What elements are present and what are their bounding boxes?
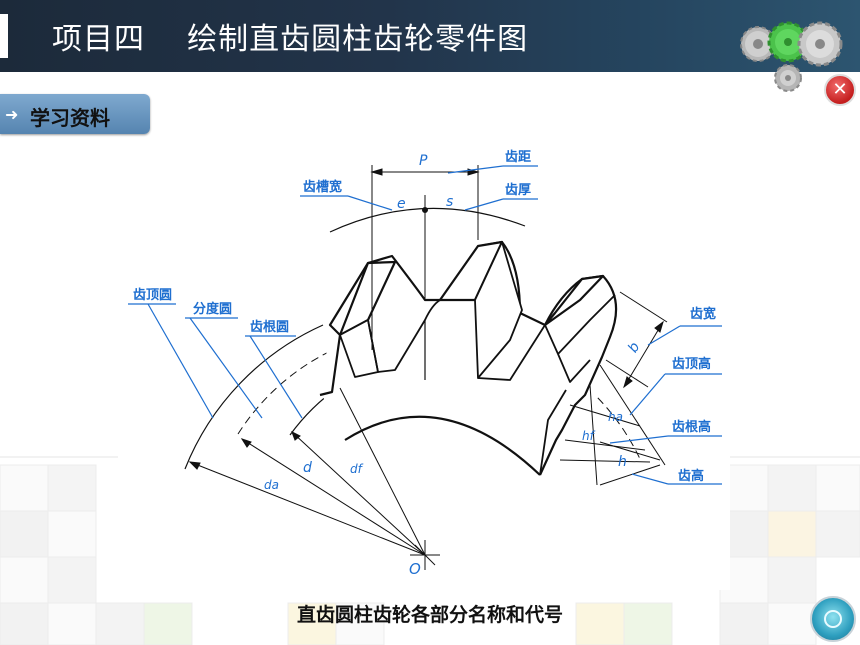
gear-green-icon (767, 21, 809, 63)
home-icon (824, 610, 842, 628)
label-face-letter: b (625, 340, 643, 356)
label-space-width: 齿槽宽 (303, 179, 342, 195)
background-tiles (0, 456, 860, 645)
gear-right-icon (797, 21, 843, 67)
label-pitch-letter: P (419, 153, 428, 169)
home-button[interactable] (810, 596, 856, 642)
page-title: 项目四 绘制直齿圆柱齿轮零件图 (52, 22, 529, 57)
label-root-circle: 齿根圆 (250, 319, 289, 335)
label-hf-letter: hf (582, 429, 596, 443)
title-accent-bar (0, 14, 8, 58)
label-center-letter: O (409, 560, 421, 578)
label-h-letter: h (618, 454, 627, 470)
gear-diagram: 齿距 齿槽宽 齿厚 齿顶圆 分度圆 齿根圆 齿宽 齿顶高 齿根高 齿高 P e … (118, 140, 730, 590)
section-tab-study-materials[interactable]: ➜ 学习资料 (0, 94, 150, 134)
title-bar: 项目四 绘制直齿圆柱齿轮零件图 (0, 0, 860, 72)
label-thickness-letter: s (446, 194, 453, 210)
gear-bottom-icon (774, 64, 802, 92)
label-tip-circle: 齿顶圆 (133, 287, 172, 303)
label-thickness: 齿厚 (505, 182, 531, 198)
label-dedendum: 齿根高 (672, 419, 711, 435)
label-pitch: 齿距 (505, 149, 531, 165)
label-space-letter: e (397, 196, 406, 212)
gear-outline (319, 240, 618, 476)
label-pitch-circle: 分度圆 (193, 301, 232, 317)
section-tab-label: 学习资料 (30, 106, 110, 130)
close-icon: ✕ (832, 79, 848, 100)
pitch-circle-arc (237, 326, 641, 460)
label-face-width: 齿宽 (690, 306, 716, 322)
label-ha-letter: ha (608, 410, 623, 424)
gear-left-icon (740, 26, 776, 62)
label-df-letter: df (350, 462, 364, 476)
figure-caption: 直齿圆柱齿轮各部分名称和代号 (296, 604, 563, 626)
arrow-right-icon: ➜ (5, 105, 19, 124)
close-button[interactable]: ✕ (824, 74, 856, 106)
label-tooth-height: 齿高 (678, 468, 704, 484)
label-addendum: 齿顶高 (672, 356, 711, 372)
label-d-letter: d (303, 460, 312, 476)
pitch-reference-arc (329, 207, 526, 233)
gear-inner-bore (344, 415, 541, 476)
label-da-letter: da (264, 478, 279, 492)
gear-body (319, 240, 620, 476)
gears-icon (740, 21, 843, 92)
tip-circle-arc (184, 324, 324, 470)
